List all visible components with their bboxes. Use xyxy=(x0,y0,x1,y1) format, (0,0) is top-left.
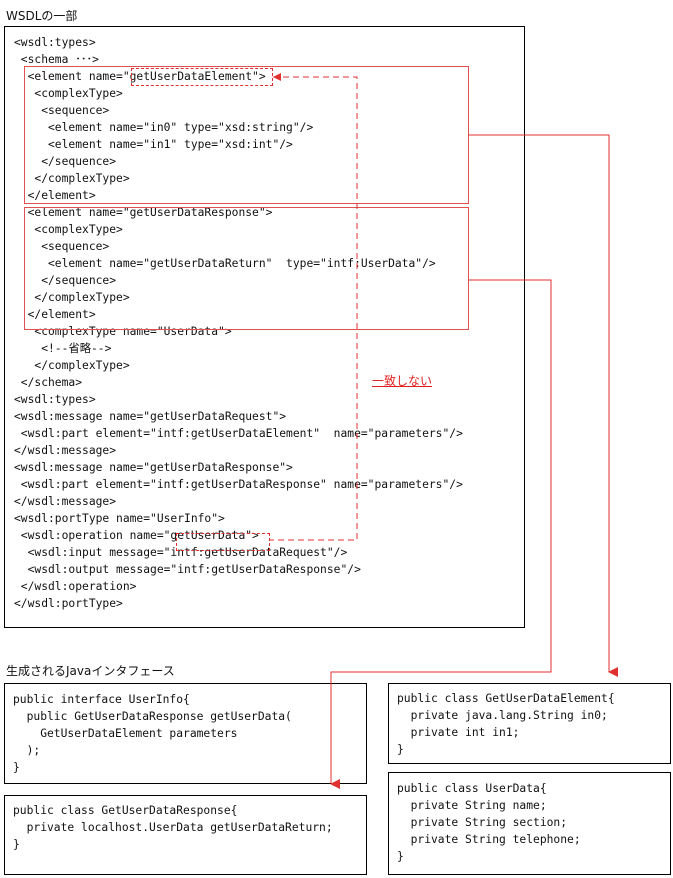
code-line: public GetUserDataResponse getUserData( xyxy=(13,710,292,723)
code-line: <wsdl:message name="getUserDataRequest"> xyxy=(14,410,287,423)
code-line: } xyxy=(13,761,20,774)
get-user-data-element-highlight xyxy=(24,66,469,204)
code-line: <wsdl:output message="intf:getUserDataRe… xyxy=(14,563,361,576)
code-line: private String telephone; xyxy=(397,833,581,846)
code-line: } xyxy=(397,743,404,756)
code-line: <element name="getUserDataElement"> xyxy=(14,70,266,83)
code-line: public class GetUserDataResponse{ xyxy=(13,804,238,817)
mismatch-connector-arrowhead xyxy=(273,73,281,81)
wsdl-section-title: WSDLの一部 xyxy=(6,9,78,23)
code-line: <wsdl:input message="intf:getUserDataReq… xyxy=(14,546,348,559)
code-line: <sequence> xyxy=(14,240,110,253)
code-line: <element name="in1" type="xsd:int"/> xyxy=(14,138,293,151)
code-line: private String section; xyxy=(397,816,568,829)
java-section-title: 生成されるJavaインタフェース xyxy=(6,664,175,678)
user-info-interface-box: public interface UserInfo{ public GetUse… xyxy=(4,683,367,784)
code-line: </sequence> xyxy=(14,155,117,168)
code-line: <wsdl:part element="intf:getUserDataResp… xyxy=(14,478,463,491)
code-line: </wsdl:portType> xyxy=(14,597,123,610)
code-line: </sequence> xyxy=(14,274,117,287)
element-to-class-arrow xyxy=(469,134,618,677)
code-line: </element> xyxy=(14,189,96,202)
code-line: <!--省略--> xyxy=(14,342,112,355)
code-line: } xyxy=(13,838,20,851)
mismatch-label: 一致しない xyxy=(372,374,433,388)
get-user-data-element-class-code: public class GetUserDataElement{ private… xyxy=(397,690,615,758)
code-line: <wsdl:types> xyxy=(14,36,96,49)
code-line: <element name="getUserDataReturn" type="… xyxy=(14,257,436,270)
code-line: </complexType> xyxy=(14,291,130,304)
code-line: </wsdl:operation> xyxy=(14,580,137,593)
code-line: <schema ･･･> xyxy=(14,53,99,66)
code-line: public interface UserInfo{ xyxy=(13,693,190,706)
code-line: </wsdl:message> xyxy=(14,444,117,457)
get-user-data-element-class-box: public class GetUserDataElement{ private… xyxy=(388,683,671,764)
code-line: <complexType> xyxy=(14,87,123,100)
code-line: public class UserData{ xyxy=(397,782,547,795)
code-line: <wsdl:operation name="getUserData"> xyxy=(14,529,259,542)
code-line: <complexType> xyxy=(14,223,123,236)
code-line: ); xyxy=(13,744,41,757)
code-line: <wsdl:message name="getUserDataResponse"… xyxy=(14,461,293,474)
operation-name-dashed-mark xyxy=(176,533,270,551)
code-line: <sequence> xyxy=(14,104,110,117)
get-user-data-response-class-box: public class GetUserDataResponse{ privat… xyxy=(4,795,367,875)
code-line: <wsdl:part element="intf:getUserDataElem… xyxy=(14,427,463,440)
code-line: private String name; xyxy=(397,799,547,812)
code-line: </element> xyxy=(14,308,96,321)
element-name-dashed-mark xyxy=(131,68,273,86)
code-line: } xyxy=(397,850,404,863)
user-data-class-code: public class UserData{ private String na… xyxy=(397,780,581,865)
code-line: </wsdl:message> xyxy=(14,495,117,508)
code-line: GetUserDataElement parameters xyxy=(13,727,238,740)
code-line: </complexType> xyxy=(14,359,130,372)
get-user-data-response-class-code: public class GetUserDataResponse{ privat… xyxy=(13,802,333,853)
code-line: private int in1; xyxy=(397,726,520,739)
code-line: public class GetUserDataElement{ xyxy=(397,692,615,705)
get-user-data-response-highlight xyxy=(24,207,469,330)
code-line: private localhost.UserData getUserDataRe… xyxy=(13,821,333,834)
code-line: <element name="getUserDataResponse"> xyxy=(14,206,273,219)
code-line: </schema> xyxy=(14,376,83,389)
response-to-class-arrow xyxy=(330,279,552,789)
mismatch-dashed-connector xyxy=(270,76,358,541)
wsdl-code-box: <wsdl:types> <schema ･･･> <element name=… xyxy=(4,26,525,628)
code-line: <wsdl:portType name="UserInfo"> xyxy=(14,512,225,525)
user-data-class-box: public class UserData{ private String na… xyxy=(388,772,671,875)
code-line: <element name="in0" type="xsd:string"/> xyxy=(14,121,314,134)
code-line: </complexType> xyxy=(14,172,130,185)
wsdl-code-lines: <wsdl:types> <schema ･･･> <element name=… xyxy=(14,34,463,612)
user-info-interface-code: public interface UserInfo{ public GetUse… xyxy=(13,691,292,776)
code-line: <wsdl:types> xyxy=(14,393,96,406)
code-line: <complexType name="UserData"> xyxy=(14,325,232,338)
code-line: private java.lang.String in0; xyxy=(397,709,608,722)
